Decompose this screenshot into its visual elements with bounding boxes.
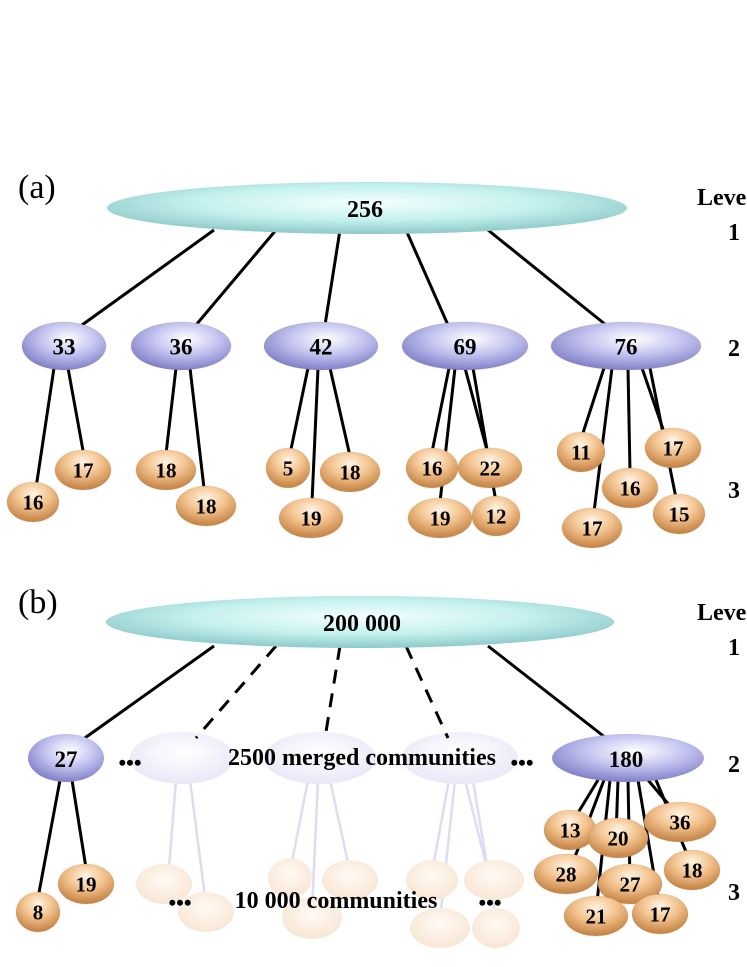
panel-a-level2-node-label: 42	[310, 334, 333, 359]
panel-b-left-child-node: 8	[15, 891, 61, 933]
panel-a-level-1: 1	[728, 220, 740, 246]
panel-b-right-child-node: 21	[563, 895, 629, 937]
panel-a-level2-node-label: 69	[454, 334, 477, 359]
panel-a-level3-node: 19	[278, 497, 344, 539]
panel-a-level2-node-label: 76	[615, 334, 638, 359]
panel-a-level3-node-label: 17	[73, 459, 94, 483]
panel-b-right-child-node-label: 13	[560, 819, 581, 843]
panel-b-right-children: 13 20 36 28 27 18 21 17	[533, 801, 721, 937]
panel-b-dots-right: •••	[510, 750, 533, 775]
panel-b-edges-level1	[81, 644, 607, 742]
panel-a-level2-node: 76	[550, 321, 702, 371]
panel-a-level3-node: 17	[644, 427, 702, 469]
panel-a-level-2: 2	[728, 336, 740, 362]
panel-a-level3-node: 16	[601, 467, 659, 509]
panel-b-dots-left: •••	[118, 750, 141, 775]
panel-a-level3-node: 11	[556, 431, 606, 473]
panel-a-level3-node: 17	[561, 507, 623, 549]
panel-a-level3-node-label: 18	[340, 461, 361, 485]
panel-b-root-label: 200 000	[323, 611, 401, 637]
panel-b-left-child-node-label: 8	[33, 901, 44, 925]
panel-b-right-child-node: 13	[543, 809, 597, 851]
panel-b-level-title: Leve	[697, 600, 747, 626]
panel-b-right-child-node-label: 36	[670, 811, 691, 835]
panel-a-level3-node-label: 19	[301, 507, 322, 531]
panel-b: (b) Leve 1 2 3	[15, 584, 747, 948]
panel-b-right-child-node-label: 20	[608, 827, 629, 851]
panel-b-level2-left-label: 27	[55, 747, 78, 772]
panel-a-level3-node: 15	[652, 493, 706, 535]
panel-b-right-child-node: 18	[663, 849, 721, 891]
panel-b-edges-left	[36, 779, 88, 899]
panel-a-root-node: 256	[107, 182, 627, 234]
panel-a-level3-node-label: 17	[582, 517, 603, 541]
panel-a-level2-node-label: 36	[170, 334, 193, 359]
panel-b-ghost-nodes	[130, 732, 524, 948]
panel-b-right-child-node-label: 27	[620, 873, 641, 897]
panel-a-level2-node: 33	[21, 321, 107, 371]
panel-b-right-child-node: 27	[597, 863, 663, 905]
panel-a-level3-node-label: 16	[620, 477, 641, 501]
panel-b-right-child-node-label: 28	[556, 863, 577, 887]
panel-a-level2-node: 69	[401, 321, 529, 371]
panel-a-level3-node-label: 18	[156, 459, 177, 483]
panel-b-level2-left-node: 27	[28, 734, 104, 782]
panel-a-level3-node: 19	[407, 497, 473, 539]
panel-b-level-2: 2	[728, 752, 740, 778]
panel-b-right-child-node-label: 18	[682, 859, 703, 883]
panel-b-level2-right-node: 180	[552, 734, 704, 782]
panel-b-dots3-left: •••	[168, 890, 191, 915]
panel-b-level2-right-label: 180	[609, 747, 644, 772]
panel-a-level2-node: 36	[130, 321, 232, 371]
panel-b-left-children: 8 19	[15, 863, 115, 933]
panel-a-level3-node: 12	[471, 495, 521, 537]
panel-b-communities-label: 10 000 communities	[235, 888, 438, 914]
panel-a-level3-nodes: 16 17 18 18 5 19 18 16 19 22 12 11 17 16 17 15	[6, 427, 706, 549]
panel-a-level-title: Leve	[697, 185, 747, 211]
panel-b-level-1: 1	[728, 635, 740, 661]
panel-b-label: (b)	[18, 584, 58, 621]
panel-b-right-child-node-label: 21	[586, 905, 607, 929]
panel-a-level3-node-label: 16	[422, 457, 443, 481]
panel-b-left-child-node-label: 19	[76, 873, 97, 897]
panel-b-left-child-node: 19	[57, 863, 115, 905]
panel-a-level3-node-label: 18	[196, 495, 217, 519]
panel-a-root-label: 256	[347, 197, 383, 223]
panel-b-root-node: 200 000	[106, 596, 614, 648]
panel-a-label: (a)	[18, 169, 56, 206]
panel-b-merged-communities-label: 2500 merged communities	[228, 745, 496, 771]
panel-a-level3-node-label: 11	[571, 441, 591, 465]
panel-a-edges-level2	[34, 367, 678, 513]
panel-b-level-3: 3	[728, 880, 740, 906]
panel-a-level3-node: 5	[265, 447, 311, 489]
panel-a-level3-node-label: 17	[663, 437, 684, 461]
panel-a-level3-node: 22	[457, 447, 523, 489]
panel-b-right-child-node: 20	[587, 817, 649, 859]
panel-a-level3-node: 16	[6, 481, 60, 523]
panel-b-dots3-right: •••	[478, 890, 501, 915]
panel-b-right-child-node-label: 17	[650, 903, 671, 927]
panel-a-level3-node: 18	[319, 451, 381, 493]
panel-a-level3-node: 18	[135, 449, 197, 491]
panel-a-level3-node-label: 16	[23, 491, 44, 515]
panel-a-level-3: 3	[728, 478, 740, 504]
panel-a-level3-node-label: 15	[669, 503, 690, 527]
panel-a: (a) Leve 1 2 3	[6, 169, 747, 549]
panel-a-level2-node-label: 33	[53, 334, 76, 359]
panel-a-level3-node: 16	[405, 447, 459, 489]
panel-a-level3-node-label: 22	[480, 457, 501, 481]
panel-a-level3-node-label: 19	[430, 507, 451, 531]
panel-b-right-child-node: 28	[533, 853, 599, 895]
panel-a-level2-nodes: 33 36 42 69 76	[21, 321, 702, 371]
panel-a-level2-node: 42	[263, 321, 379, 371]
panel-a-level3-node-label: 12	[486, 505, 507, 529]
panel-a-level3-node: 17	[54, 449, 112, 491]
panel-b-right-child-node: 36	[643, 801, 717, 843]
panel-a-level3-node-label: 5	[283, 457, 294, 481]
panel-a-level3-node: 18	[175, 485, 237, 527]
panel-b-right-child-node: 17	[631, 893, 689, 935]
panel-a-edges-level1	[81, 228, 607, 327]
